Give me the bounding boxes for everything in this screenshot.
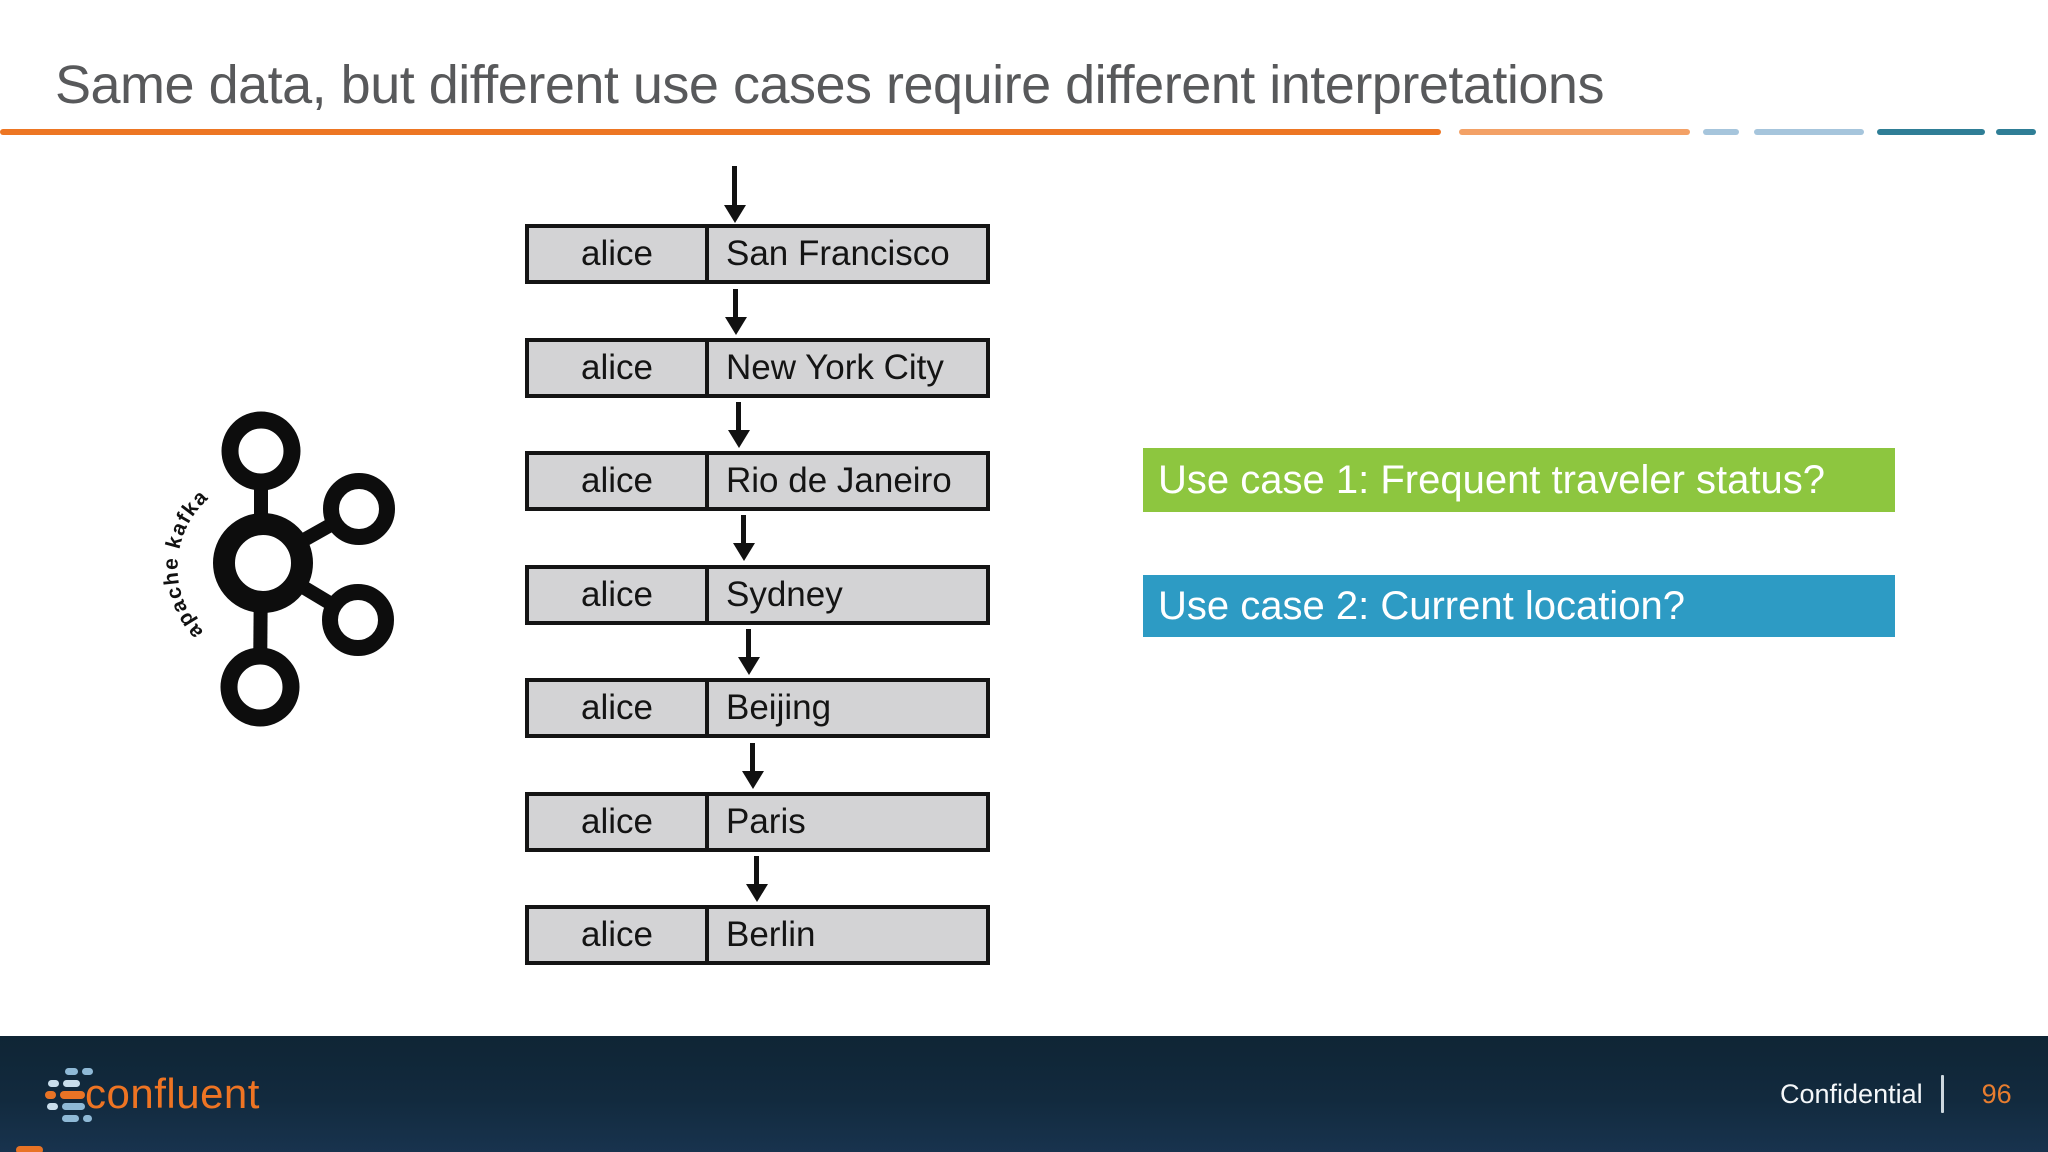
record-row: alice Sydney	[525, 565, 990, 625]
down-arrow-icon	[742, 743, 764, 789]
record-value: Sydney	[726, 575, 843, 614]
confluent-wordmark: confluent	[85, 1070, 260, 1117]
logo-dash	[48, 1080, 59, 1087]
logo-dash	[62, 1103, 85, 1110]
down-arrow-icon	[728, 402, 750, 448]
title-underline-blue-small	[1703, 129, 1739, 135]
use-case-1-banner: Use case 1: Frequent traveler status?	[1143, 448, 1895, 512]
record-value: New York City	[726, 348, 944, 387]
logo-dash	[60, 1091, 85, 1099]
down-arrow-icon	[724, 166, 746, 223]
logo-dash	[62, 1115, 79, 1122]
down-arrow-icon	[733, 515, 755, 561]
record-value: Rio de Janeiro	[726, 461, 952, 500]
logo-dash	[47, 1103, 58, 1110]
record-row: alice Beijing	[525, 678, 990, 738]
svg-text:apache kafka: apache kafka	[159, 485, 213, 644]
title-underline-blue	[1754, 129, 1864, 135]
logo-dash	[82, 1068, 93, 1075]
footer-bar: confluent Confidential 96	[0, 1036, 2048, 1152]
title-underline-main	[0, 129, 1441, 135]
logo-dash	[45, 1091, 56, 1099]
down-arrow-icon	[738, 629, 760, 675]
record-key: alice	[529, 342, 709, 394]
kafka-logo-label: apache kafka	[159, 485, 211, 644]
page-number: 96	[1981, 1078, 2012, 1109]
record-value: Berlin	[726, 915, 816, 954]
use-case-2-banner: Use case 2: Current location?	[1143, 575, 1895, 637]
record-key: alice	[529, 909, 709, 961]
down-arrow-icon	[725, 289, 747, 335]
record-value: Paris	[726, 802, 806, 841]
kafka-logo-icon: apache kafka	[159, 411, 395, 727]
confidential-label: Confidential	[1780, 1078, 1923, 1109]
record-row: alice Rio de Janeiro	[525, 451, 990, 511]
record-key: alice	[529, 455, 709, 507]
down-arrow-icon	[746, 856, 768, 902]
title-underline-teal	[1877, 129, 1985, 135]
slide-title: Same data, but different use cases requi…	[55, 55, 1604, 115]
record-row: alice San Francisco	[525, 224, 990, 284]
corner-dash-icon	[16, 1146, 43, 1152]
title-underline-orange-light	[1459, 129, 1690, 135]
footer-separator	[1940, 1075, 1944, 1113]
record-row: alice Berlin	[525, 905, 990, 965]
footer-meta: Confidential 96	[1780, 1036, 2012, 1152]
record-value: Beijing	[726, 688, 832, 727]
logo-dash	[65, 1068, 78, 1075]
record-key: alice	[529, 228, 709, 280]
record-row: alice New York City	[525, 338, 990, 398]
record-key: alice	[529, 682, 709, 734]
logo-dash	[63, 1080, 80, 1087]
title-underline-teal-small	[1996, 129, 2036, 135]
logo-dash	[83, 1115, 92, 1122]
record-key: alice	[529, 569, 709, 621]
record-row: alice Paris	[525, 792, 990, 852]
record-key: alice	[529, 796, 709, 848]
record-value: San Francisco	[726, 234, 950, 273]
